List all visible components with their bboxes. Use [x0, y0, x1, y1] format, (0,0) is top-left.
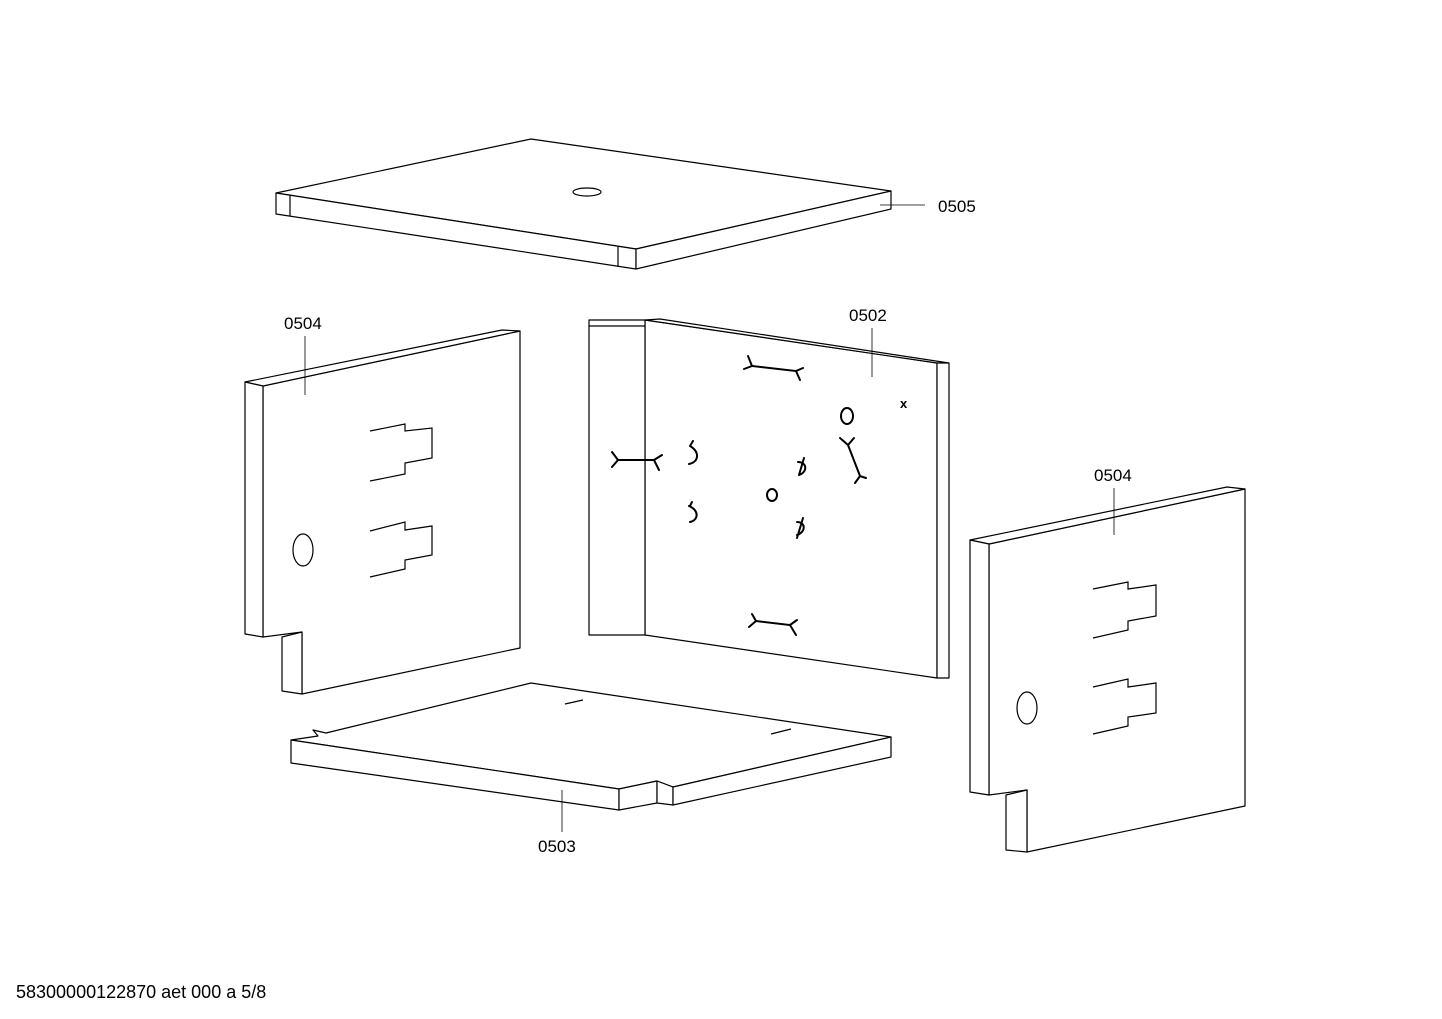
- back-panel-x-mark: x: [900, 396, 908, 411]
- right-panel-hole-icon: [1016, 691, 1038, 725]
- label-top-panel[interactable]: 0505: [938, 197, 976, 216]
- label-left-side-panel[interactable]: 0504: [284, 314, 322, 333]
- back-panel[interactable]: x: [588, 318, 950, 679]
- label-bottom-panel[interactable]: 0503: [538, 837, 576, 856]
- top-panel[interactable]: [275, 138, 892, 270]
- label-back-panel[interactable]: 0502: [849, 306, 887, 325]
- document-code: 58300000122870 aet 000 a 5/8: [16, 982, 266, 1002]
- top-hole-icon: [572, 187, 602, 197]
- left-side-panel[interactable]: [244, 329, 521, 695]
- label-right-side-panel[interactable]: 0504: [1094, 466, 1132, 485]
- bottom-panel[interactable]: [290, 682, 892, 811]
- left-panel-hole-icon: [292, 533, 314, 567]
- right-side-panel[interactable]: [969, 486, 1246, 853]
